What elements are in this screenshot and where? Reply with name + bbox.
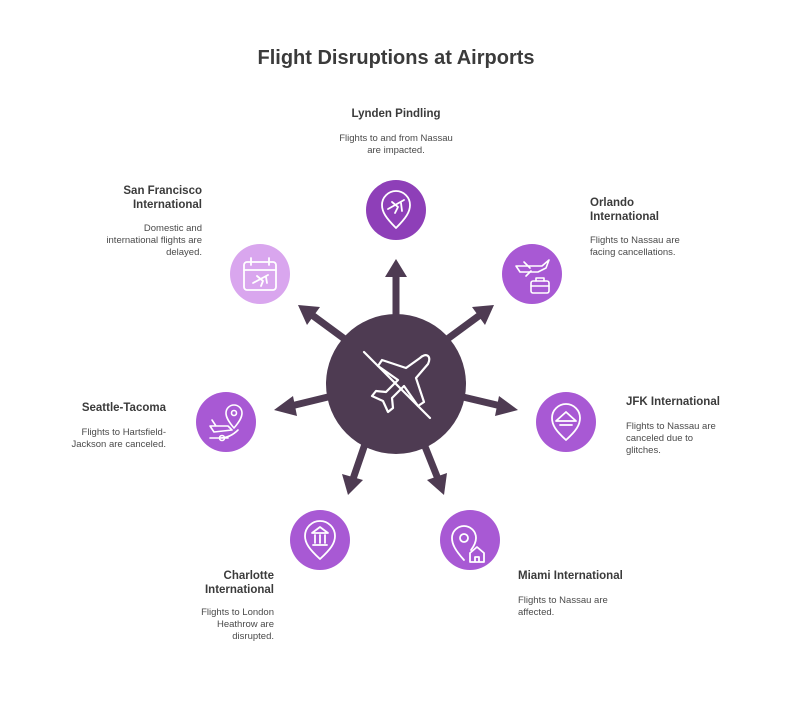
node-desc-jfk: Flights to Nassau are canceled due to gl…: [626, 421, 716, 456]
airplane-off-icon: [362, 350, 432, 420]
arrow-jfk: [462, 393, 518, 416]
arrows: [274, 259, 518, 495]
arrow-lynden: [385, 259, 407, 315]
hub: [326, 314, 466, 454]
node-seattle: [196, 392, 256, 452]
node-circle: [502, 244, 562, 304]
node-circle: [196, 392, 256, 452]
bank-location-pin-icon: [304, 520, 336, 560]
node-charlotte: [290, 510, 350, 570]
airport-terminal-pin-icon: [551, 403, 581, 441]
airplane-location-pin-icon: [381, 190, 411, 229]
node-label-miami: Miami International: [518, 570, 623, 582]
node-label-sanfrancisco: San Francisco International: [123, 185, 202, 211]
node-label-charlotte: Charlotte International: [204, 570, 274, 596]
node-label-jfk: JFK International: [626, 396, 720, 408]
node-circle: [440, 510, 500, 570]
calendar-plane-icon: [243, 257, 277, 291]
node-desc-sanfrancisco: Domestic and international flights are d…: [106, 223, 202, 258]
arrow-charlotte: [342, 442, 369, 495]
plane-route-pin-icon: [209, 404, 243, 442]
node-jfk: [536, 392, 596, 452]
node-circle: [536, 392, 596, 452]
location-home-icon: [451, 525, 485, 563]
node-orlando: [502, 244, 562, 304]
plane-luggage-icon: [515, 259, 550, 294]
node-label-orlando: Orlando International: [590, 197, 660, 223]
node-lynden: [366, 180, 426, 240]
node-desc-orlando: Flights to Nassau are facing cancellatio…: [590, 235, 680, 258]
node-desc-seattle: Flights to Hartsfield-Jackson are cancel…: [71, 427, 166, 450]
node-label-lynden: Lynden Pindling: [351, 108, 441, 120]
arrow-orlando: [443, 305, 494, 343]
arrow-seattle: [274, 393, 329, 416]
node-sanfrancisco: [230, 244, 290, 304]
node-desc-miami: Flights to Nassau are affected.: [518, 595, 608, 618]
node-circle: [230, 244, 290, 304]
arrow-miami: [420, 442, 447, 495]
node-desc-charlotte: Flights to London Heathrow are disrupted…: [201, 607, 274, 642]
node-desc-lynden: Flights to and from Nassau are impacted.: [339, 133, 453, 156]
node-label-seattle: Seattle-Tacoma: [81, 402, 166, 414]
arrow-sanfrancisco: [298, 305, 349, 343]
page-title: Flight Disruptions at Airports: [257, 47, 535, 69]
node-miami: [440, 510, 500, 570]
